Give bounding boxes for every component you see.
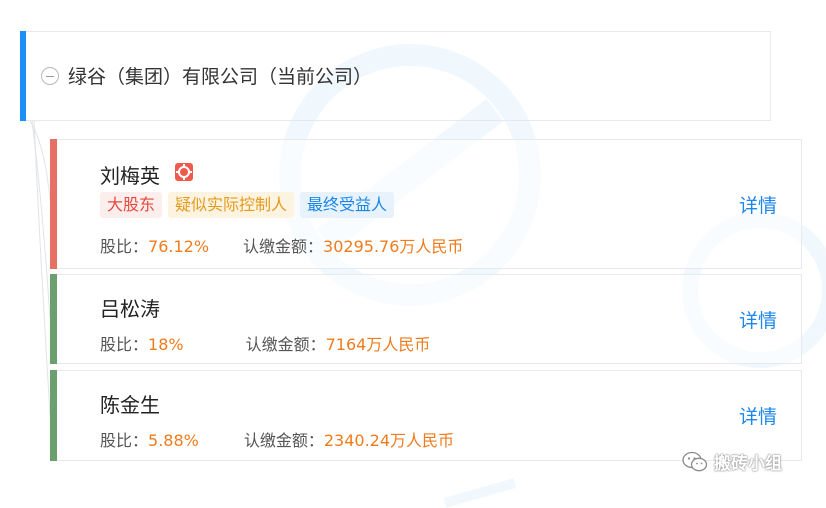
- shareholder-info: 股比：18% 认缴金额：7164万人民币: [100, 331, 430, 355]
- root-company-name: 绿谷（集团）有限公司（当前公司）: [68, 66, 373, 88]
- share-ratio-label: 股比：: [100, 335, 149, 354]
- shareholder-name[interactable]: 刘梅英: [100, 164, 160, 188]
- detail-link[interactable]: 详情: [738, 310, 777, 332]
- subscribed-amount-value: 7164万人民币: [325, 335, 431, 354]
- subscribed-amount-label: 认缴金额：: [243, 237, 324, 256]
- tag-ultimate-beneficiary: 最终受益人: [300, 192, 395, 218]
- shareholder-info: 股比：76.12% 认缴金额：30295.76万人民币: [100, 233, 463, 257]
- subscribed-amount-label: 认缴金额：: [243, 431, 324, 450]
- share-ratio-value: 76.12%: [148, 237, 210, 256]
- shareholder-accent-bar: [50, 274, 57, 364]
- detail-link[interactable]: 详情: [738, 406, 777, 428]
- root-accent-bar: [20, 31, 26, 121]
- detail-link[interactable]: 详情: [738, 195, 777, 217]
- wechat-icon: [682, 451, 708, 471]
- shareholder-info: 股比：5.88% 认缴金额：2340.24万人民币: [100, 427, 454, 451]
- subscribed-amount-value: 2340.24万人民币: [323, 431, 455, 450]
- shareholder-name[interactable]: 吕松涛: [100, 297, 160, 321]
- subscribed-amount-label: 认缴金额：: [245, 335, 326, 354]
- subscribed-amount-value: 30295.76万人民币: [323, 237, 464, 256]
- controller-badge-icon: [175, 163, 193, 181]
- share-ratio-value: 5.88%: [148, 431, 199, 450]
- watermark-fragment: [443, 478, 517, 508]
- shareholder-accent-bar: [50, 370, 57, 461]
- share-ratio-label: 股比：: [100, 237, 149, 256]
- collapse-icon[interactable]: [41, 67, 59, 85]
- share-ratio-label: 股比：: [100, 431, 149, 450]
- tag-actual-controller: 疑似实际控制人: [168, 192, 295, 218]
- shareholder-tags: 大股东疑似实际控制人最终受益人: [100, 192, 400, 218]
- shareholder-card: 吕松涛 股比：18% 认缴金额：7164万人民币 详情: [50, 274, 802, 364]
- share-ratio-value: 18%: [148, 335, 184, 354]
- shareholder-card: 刘梅英 大股东疑似实际控制人最终受益人 股比：76.12% 认缴金额：30295.…: [50, 139, 802, 269]
- root-company-card: [20, 31, 771, 121]
- wechat-account-name: 搬砖小组: [714, 454, 782, 474]
- shareholder-accent-bar: [50, 139, 57, 269]
- wechat-account: 搬砖小组: [682, 449, 782, 474]
- shareholder-name[interactable]: 陈金生: [100, 393, 160, 417]
- tag-major-shareholder: 大股东: [100, 192, 163, 218]
- shareholder-card: 陈金生 股比：5.88% 认缴金额：2340.24万人民币 详情: [50, 370, 802, 461]
